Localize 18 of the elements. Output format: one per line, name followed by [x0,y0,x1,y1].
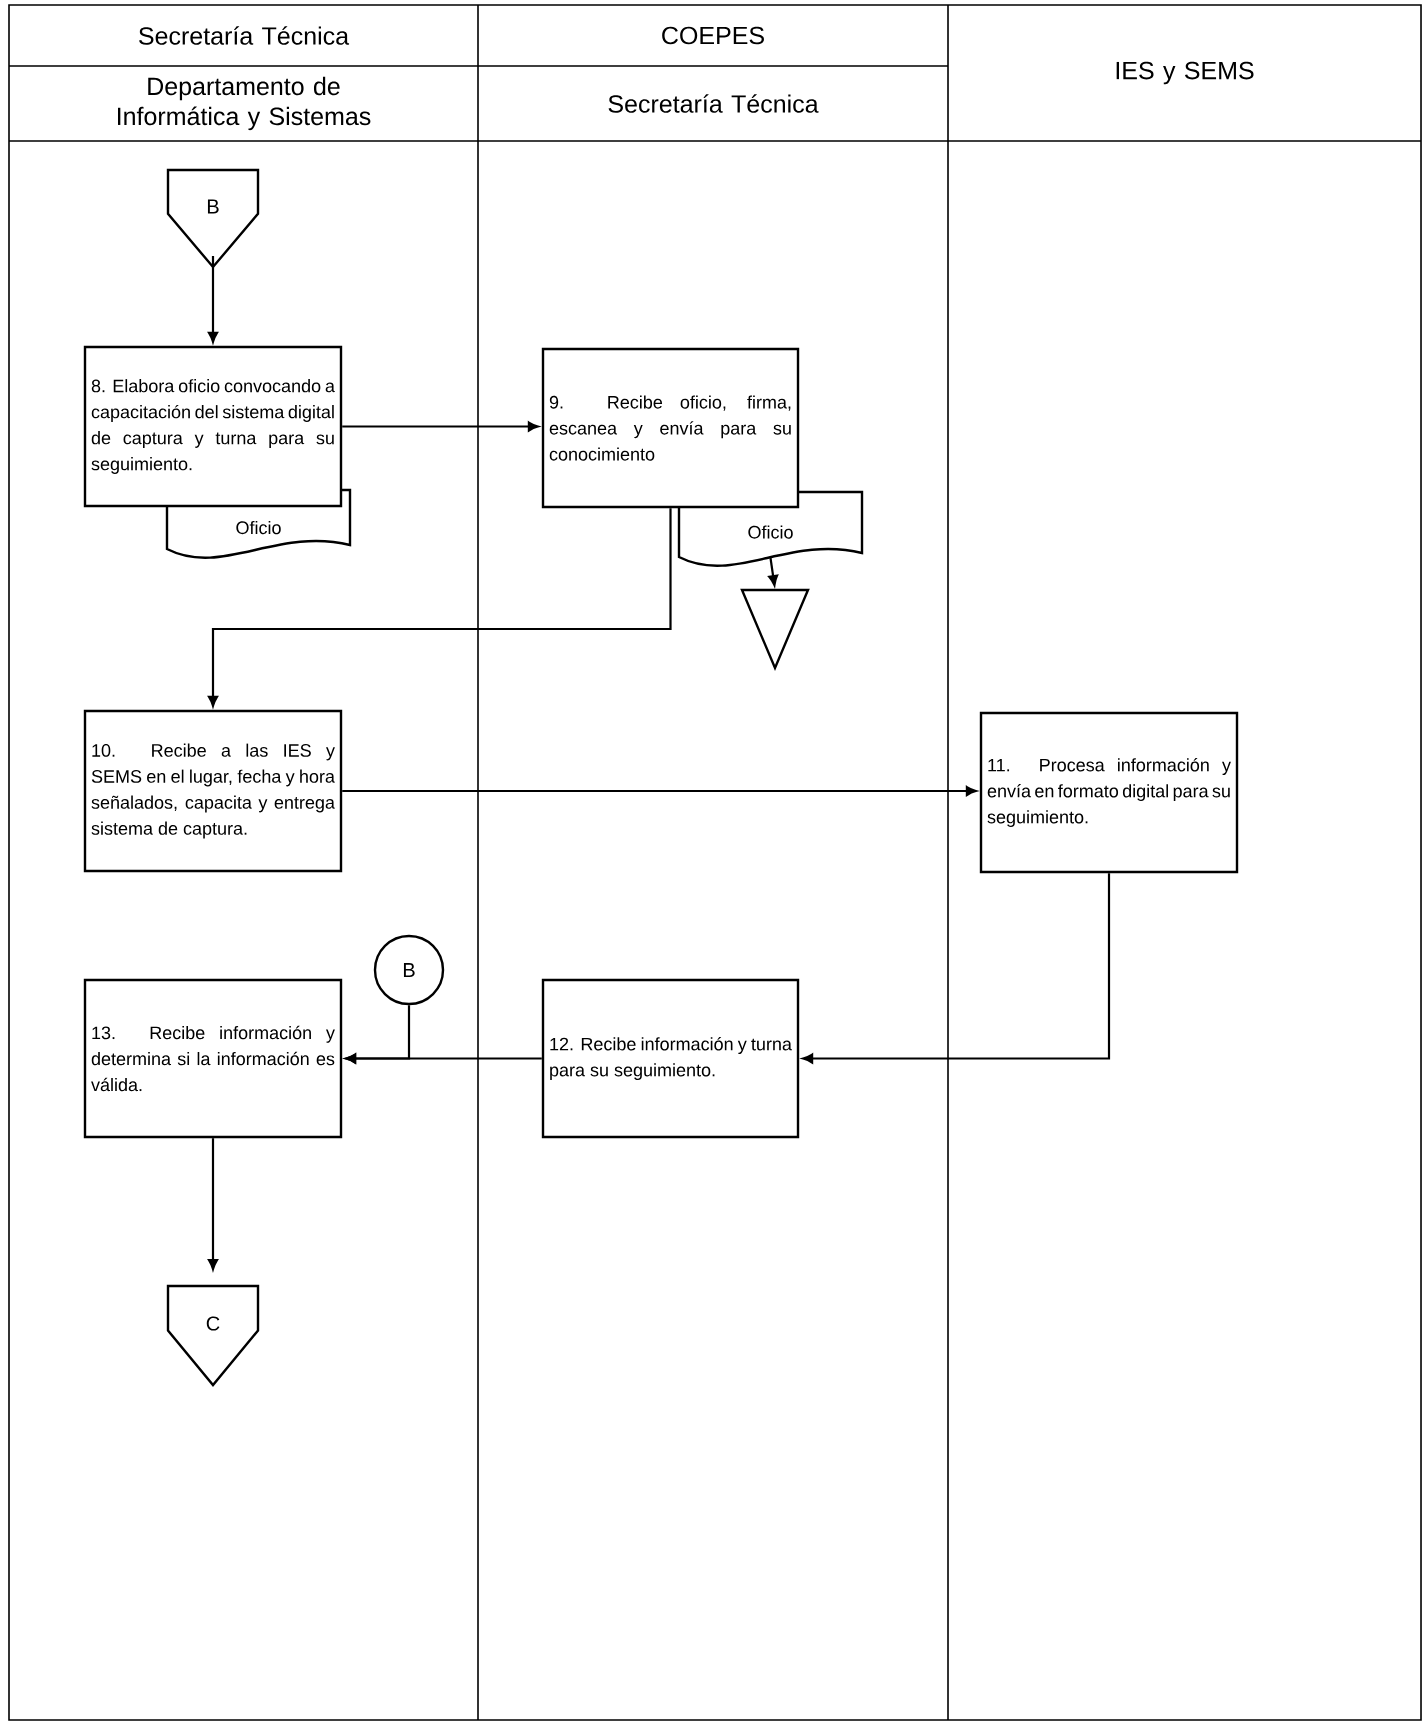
process-box: 12. Recibe información y turna para su seguimiento. [541,978,800,1139]
process-box: 9. Recibe oficio, firma, escanea y envía para su conocimiento [541,347,800,509]
arrow [342,785,977,797]
lane-header: IES y SEMS [1116,61,1254,85]
lane-header: Secretaría Técnica [608,94,819,113]
process-box: 11. Procesa información y envía en formato digital para su seguimiento. [979,711,1239,874]
arrow [207,1138,219,1271]
arrow [207,256,219,343]
process-box: 13. Recibe información y determina si la información es válida. [83,978,343,1139]
process-box: 8. Elabora oficio convocando a capacitación del sistema digital de captura y turna para su seguimiento. [83,345,343,508]
lane-header: Secretaría Técnica [139,26,350,45]
off-page-connector: B [166,168,260,269]
lane-header: COEPES [662,26,764,45]
arrow [207,508,672,707]
lane-header: Departamento de Informática y Sistemas [118,76,371,131]
arrow [768,557,779,587]
off-page-connector: C [166,1284,260,1387]
process-box: 10. Recibe a las IES y SEMS en el lugar, fecha y hora señalados, capacita y entrega sistema de captura. [83,709,343,873]
